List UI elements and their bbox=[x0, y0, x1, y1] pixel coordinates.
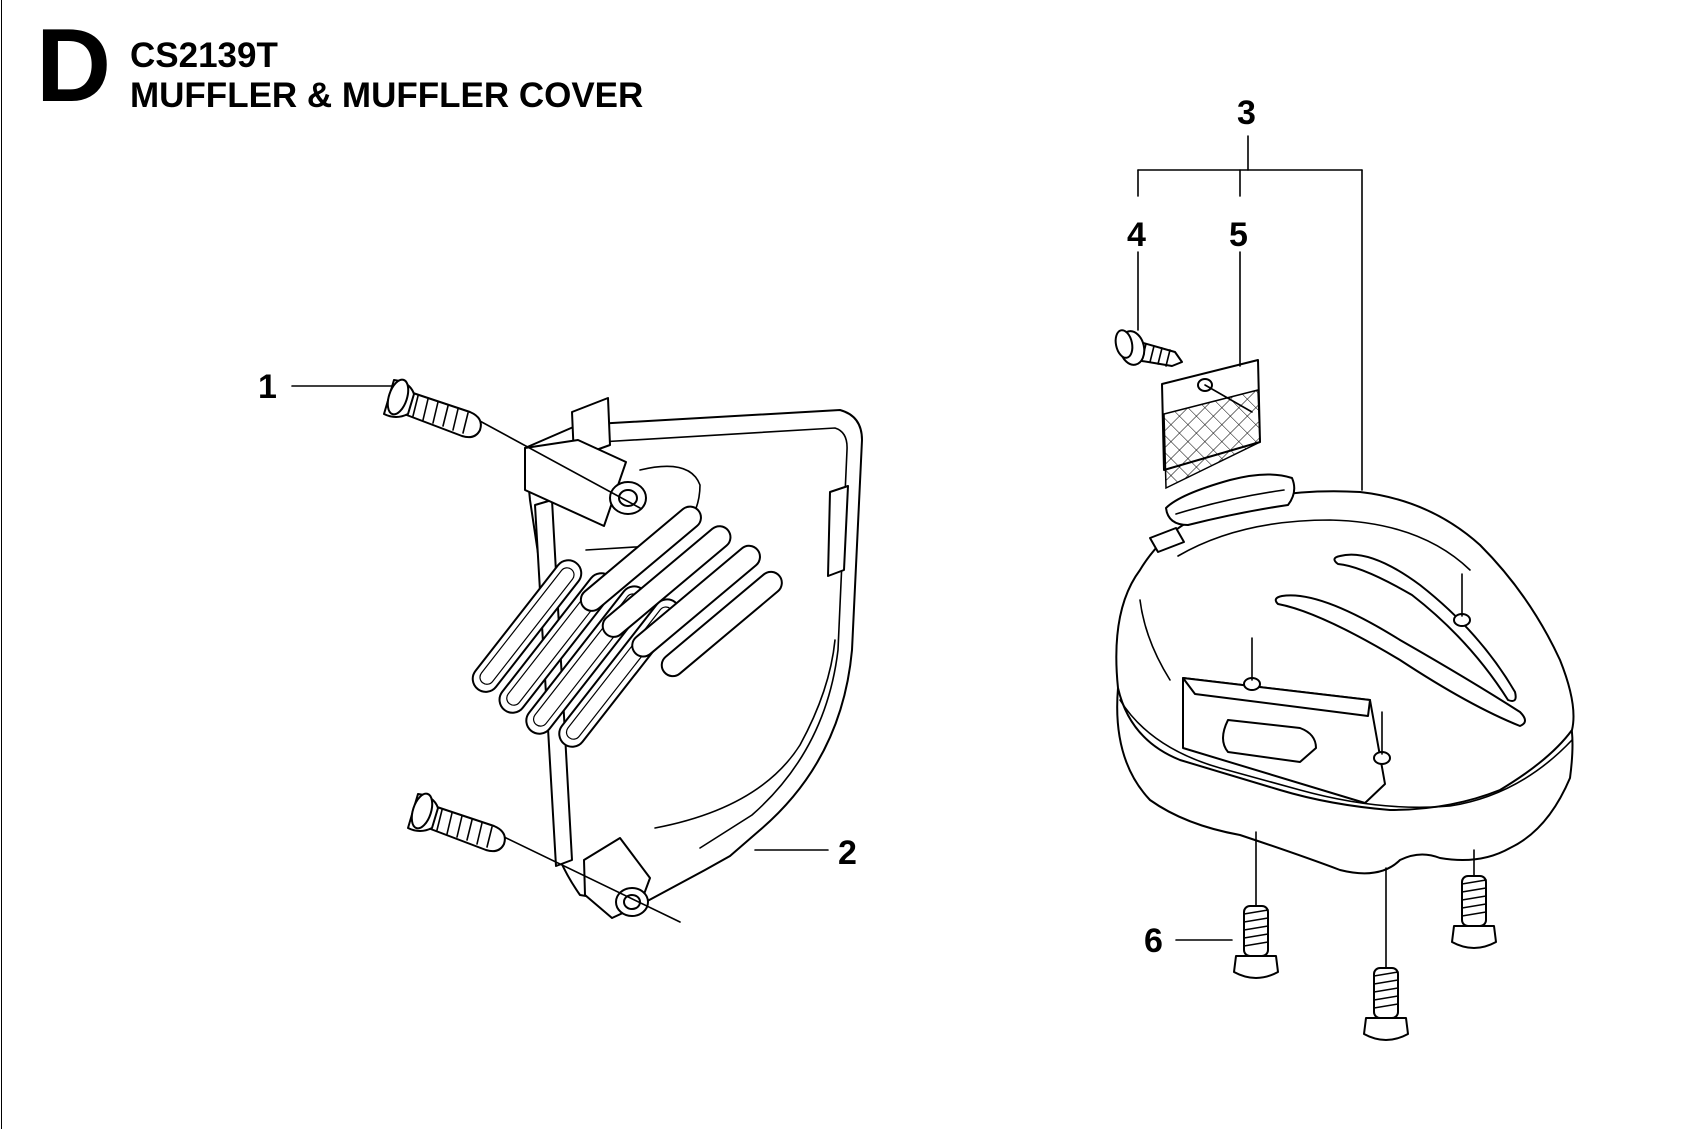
leader-lines bbox=[291, 135, 1363, 941]
screen-screw bbox=[1114, 329, 1183, 367]
page-border bbox=[1, 0, 2, 1129]
muffler-bolt-center bbox=[1363, 867, 1409, 1041]
cover-screw-upper bbox=[383, 378, 641, 509]
callout-3: 3 bbox=[1237, 94, 1256, 132]
model-number: CS2139T bbox=[130, 36, 278, 75]
callout-4: 4 bbox=[1127, 216, 1146, 254]
section-letter: D bbox=[36, 8, 112, 124]
spark-arrestor-screen bbox=[1161, 359, 1261, 490]
callout-6: 6 bbox=[1144, 922, 1163, 960]
callout-1: 1 bbox=[258, 368, 277, 406]
muffler-bolt-left bbox=[1233, 831, 1279, 979]
muffler-cover bbox=[471, 397, 863, 919]
callout-5: 5 bbox=[1229, 216, 1248, 254]
cover-screw-lower bbox=[407, 792, 681, 923]
diagram-title: MUFFLER & MUFFLER COVER bbox=[130, 76, 644, 115]
muffler-body bbox=[1115, 473, 1575, 875]
muffler-bolt-right bbox=[1451, 849, 1497, 949]
callout-2: 2 bbox=[838, 834, 857, 872]
